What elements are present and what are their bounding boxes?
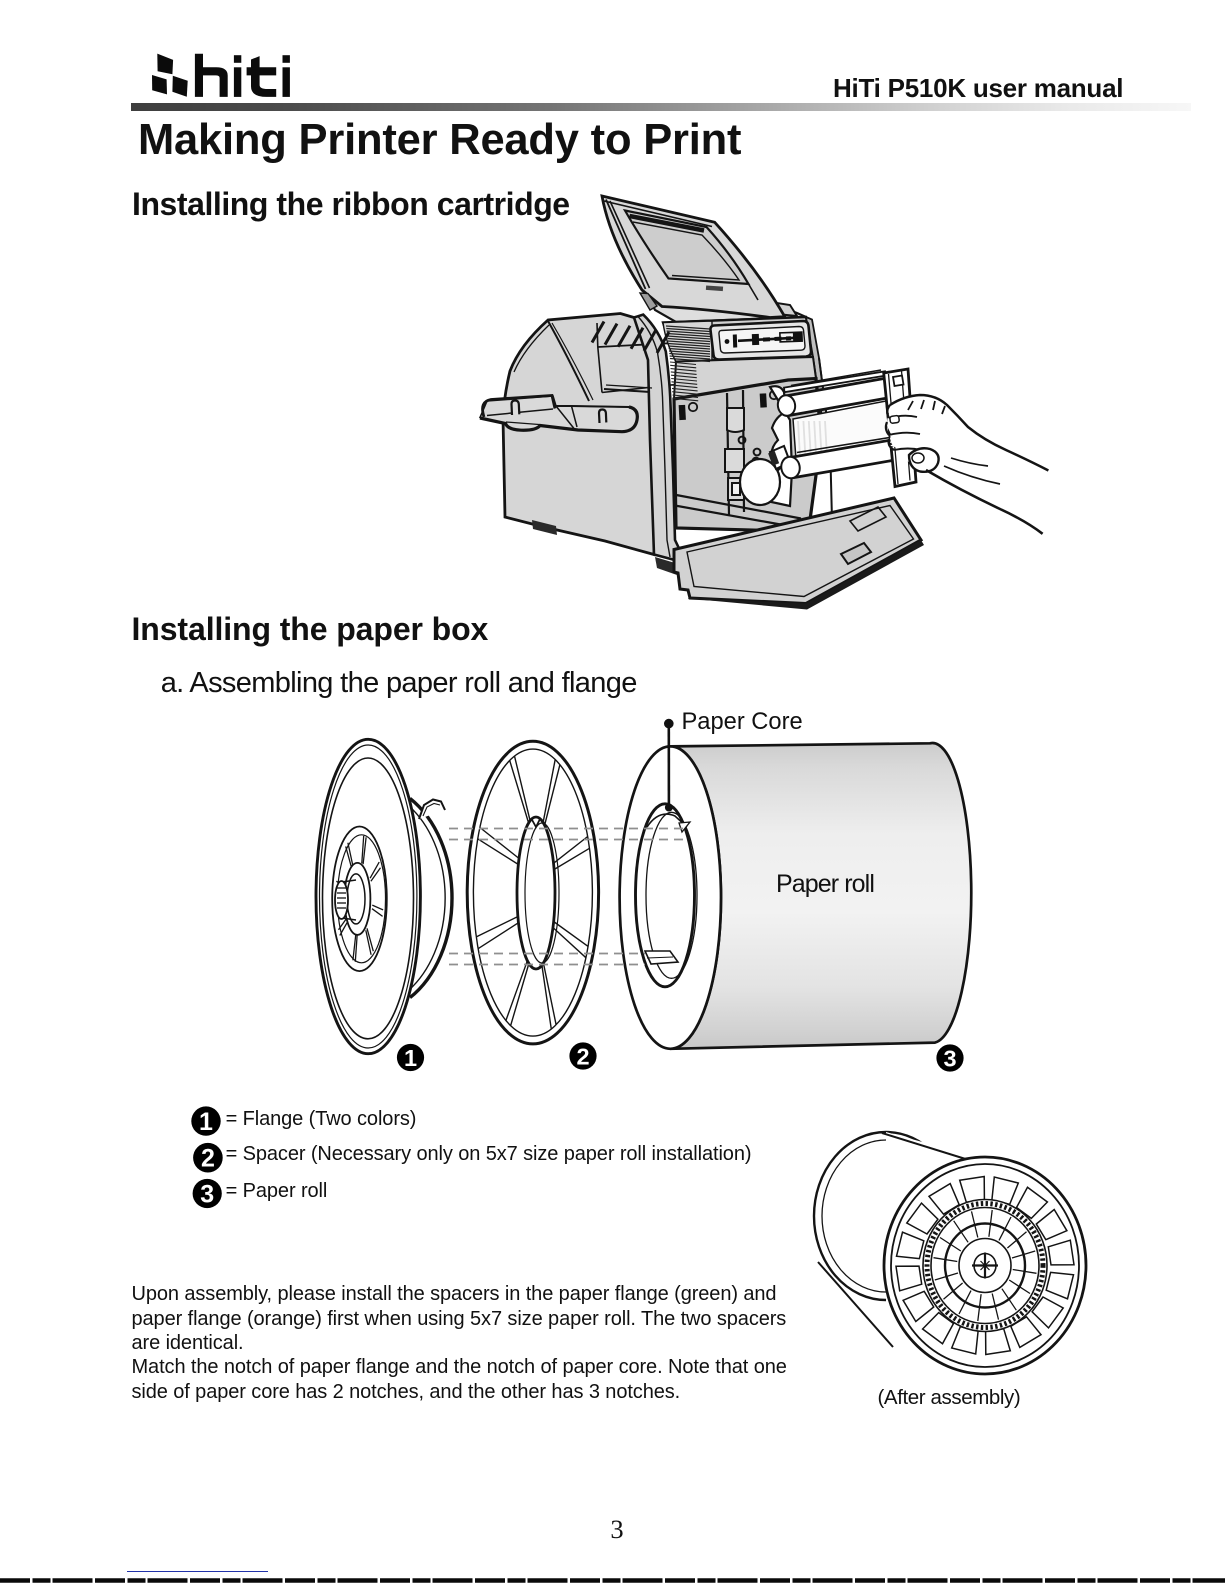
- svg-text:3: 3: [200, 1180, 214, 1208]
- svg-text:1: 1: [404, 1045, 417, 1071]
- svg-text:2: 2: [201, 1145, 215, 1173]
- svg-text:1: 1: [199, 1108, 213, 1136]
- svg-text:2: 2: [576, 1043, 589, 1069]
- svg-text:3: 3: [943, 1045, 956, 1071]
